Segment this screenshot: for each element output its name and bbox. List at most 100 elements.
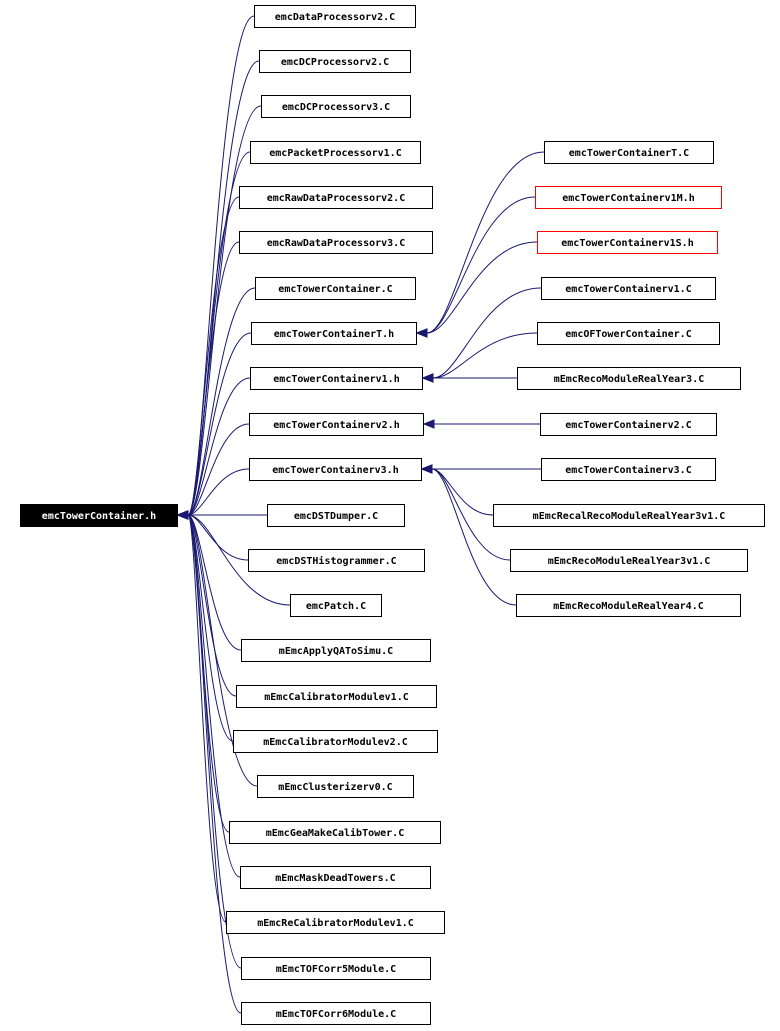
node-box [493,504,765,527]
node-m-emc-tofcorr5-module-c[interactable]: mEmcTOFCorr5Module.C [241,957,431,980]
node-layer: emcTowerContainer.h emcDataProcessorv2.C e… [20,5,765,1025]
node-label: emcTowerContainerv2.h [273,419,399,431]
node-label: emcDSTHistogrammer.C [276,555,396,567]
node-box [20,504,178,527]
node-box [537,322,720,345]
node-emc-dstdumper-c[interactable]: emcDSTDumper.C [267,504,405,527]
node-emc-tower-containerv1-c[interactable]: emcTowerContainerv1.C [541,277,716,300]
edge-arrowhead [421,373,434,383]
node-emc-tower-container-h[interactable]: emcTowerContainer.h [20,504,178,527]
node-box [257,775,414,798]
node-m-emc-calibrator-modulev1-c[interactable]: mEmcCalibratorModulev1.C [236,685,437,708]
node-m-emc-gea-make-calib-tower-c[interactable]: mEmcGeaMakeCalibTower.C [229,821,441,844]
node-m-emc-reco-module-real-year3-c[interactable]: mEmcRecoModuleRealYear3.C [517,367,741,390]
node-m-emc-calibrator-modulev2-c[interactable]: mEmcCalibratorModulev2.C [233,730,438,753]
node-box [233,730,438,753]
node-emc-data-processorv2-c[interactable]: emcDataProcessorv2.C [254,5,416,28]
node-label: emcTowerContainerv1.h [273,373,399,385]
node-emc-tower-containerv1-m-h[interactable]: emcTowerContainerv1M.h [535,186,722,209]
node-m-emc-clusterizerv0-c[interactable]: mEmcClusterizerv0.C [257,775,414,798]
edge-emc-patch-c-to-emc-tower-container-h [187,514,291,606]
node-label: emcTowerContainerv3.C [565,464,691,476]
node-label: emcTowerContainerT.C [569,147,689,159]
node-emc-tower-container-t-c[interactable]: emcTowerContainerT.C [544,141,714,164]
node-label: mEmcGeaMakeCalibTower.C [266,827,404,839]
node-box [267,504,405,527]
node-box [241,639,431,662]
edge-emc-tower-containerv2-h-to-emc-tower-container-h [187,423,250,516]
node-box [535,186,722,209]
node-label: emcTowerContainerv1M.h [562,192,694,204]
node-label: emcTowerContainerv1S.h [561,237,693,249]
node-label: emcRawDataProcessorv2.C [267,193,405,204]
node-box [229,821,441,844]
edge-emc-tower-containerv3-h-to-emc-tower-container-h [187,468,250,516]
node-label: emcTowerContainer.C [278,283,392,295]
node-emc-dcprocessorv3-c[interactable]: emcDCProcessorv3.C [261,95,411,118]
node-emc-tower-containerv3-h[interactable]: emcTowerContainerv3.h [249,458,422,481]
edge-m-emc-reco-module-real-year4-c-to-emc-tower-containerv3-h [431,468,517,606]
node-label: emcDCProcessorv2.C [281,57,389,68]
node-box [255,277,416,300]
node-label: emcRawDataProcessorv3.C [267,238,405,249]
edge-emc-tower-containerv1-c-to-emc-tower-containerv1-h [432,287,542,379]
node-box [241,957,431,980]
edge-emc-tower-containerv1-h-to-emc-tower-container-h [187,377,251,516]
node-emc-raw-data-processorv3-c[interactable]: emcRawDataProcessorv3.C [239,231,433,254]
node-label: mEmcClusterizerv0.C [278,781,392,793]
node-box [259,50,411,73]
node-label: emcTowerContainerT.h [274,328,394,340]
node-emc-tower-containerv1-s-h[interactable]: emcTowerContainerv1S.h [537,231,718,254]
node-emc-dcprocessorv2-c[interactable]: emcDCProcessorv2.C [259,50,411,73]
node-m-emc-apply-qato-simu-c[interactable]: mEmcApplyQAToSimu.C [241,639,431,662]
node-box [544,141,714,164]
node-label: emcTowerContainerv3.h [272,464,398,476]
node-label: mEmcRecoModuleRealYear3.C [554,374,705,385]
node-box [249,458,422,481]
node-box [537,231,718,254]
edge-m-emc-apply-qato-simu-c-to-emc-tower-container-h [187,514,242,651]
edge-m-emc-clusterizerv0-c-to-emc-tower-container-h [187,514,258,787]
node-box [248,549,425,572]
node-emc-raw-data-processorv2-c[interactable]: emcRawDataProcessorv2.C [239,186,433,209]
node-label: emcDCProcessorv3.C [282,102,390,113]
edge-m-emc-re-calibrator-modulev1-c-to-emc-tower-container-h [187,514,227,923]
node-emc-tower-containerv2-h[interactable]: emcTowerContainerv2.h [249,413,424,436]
node-emc-dsthistogrammer-c[interactable]: emcDSTHistogrammer.C [248,549,425,572]
node-m-emc-reco-module-real-year3v1-c[interactable]: mEmcRecoModuleRealYear3v1.C [510,549,748,572]
node-box [261,95,411,118]
node-emc-patch-c[interactable]: emcPatch.C [290,594,382,617]
node-emc-tower-containerv1-h[interactable]: emcTowerContainerv1.h [250,367,423,390]
node-m-emc-recal-reco-module-real-year3v1-c[interactable]: mEmcRecalRecoModuleRealYear3v1.C [493,504,765,527]
node-emc-oftower-container-c[interactable]: emcOFTowerContainer.C [537,322,720,345]
node-box [241,1002,431,1025]
node-box [239,186,433,209]
node-emc-tower-container-c[interactable]: emcTowerContainer.C [255,277,416,300]
node-emc-tower-containerv2-c[interactable]: emcTowerContainerv2.C [540,413,717,436]
node-box [251,322,417,345]
node-m-emc-re-calibrator-modulev1-c[interactable]: mEmcReCalibratorModulev1.C [226,911,445,934]
edge-arrowhead [422,419,435,429]
node-label: emcPacketProcessorv1.C [269,148,401,159]
node-m-emc-tofcorr6-module-c[interactable]: mEmcTOFCorr6Module.C [241,1002,431,1025]
node-label: emcPatch.C [306,601,366,612]
edge-layer [176,15,545,1014]
node-box [541,277,716,300]
edge-arrowhead [176,510,189,520]
node-emc-packet-processorv1-c[interactable]: emcPacketProcessorv1.C [250,141,421,164]
node-label: mEmcCalibratorModulev2.C [263,736,408,748]
node-label: mEmcReCalibratorModulev1.C [257,917,414,929]
node-m-emc-mask-dead-towers-c[interactable]: mEmcMaskDeadTowers.C [240,866,431,889]
node-label: mEmcMaskDeadTowers.C [275,873,395,884]
node-box [290,594,382,617]
node-emc-tower-container-t-h[interactable]: emcTowerContainerT.h [251,322,417,345]
node-label: mEmcRecoModuleRealYear3v1.C [548,556,711,567]
node-label: emcTowerContainerv1.C [565,283,691,295]
edge-m-emc-calibrator-modulev1-c-to-emc-tower-container-h [187,514,237,697]
node-box [249,413,424,436]
node-label: emcDSTDumper.C [294,511,378,522]
edge-m-emc-tofcorr6-module-c-to-emc-tower-container-h [187,514,242,1014]
node-m-emc-reco-module-real-year4-c[interactable]: mEmcRecoModuleRealYear4.C [516,594,741,617]
node-label: mEmcTOFCorr5Module.C [276,964,396,975]
node-emc-tower-containerv3-c[interactable]: emcTowerContainerv3.C [541,458,716,481]
